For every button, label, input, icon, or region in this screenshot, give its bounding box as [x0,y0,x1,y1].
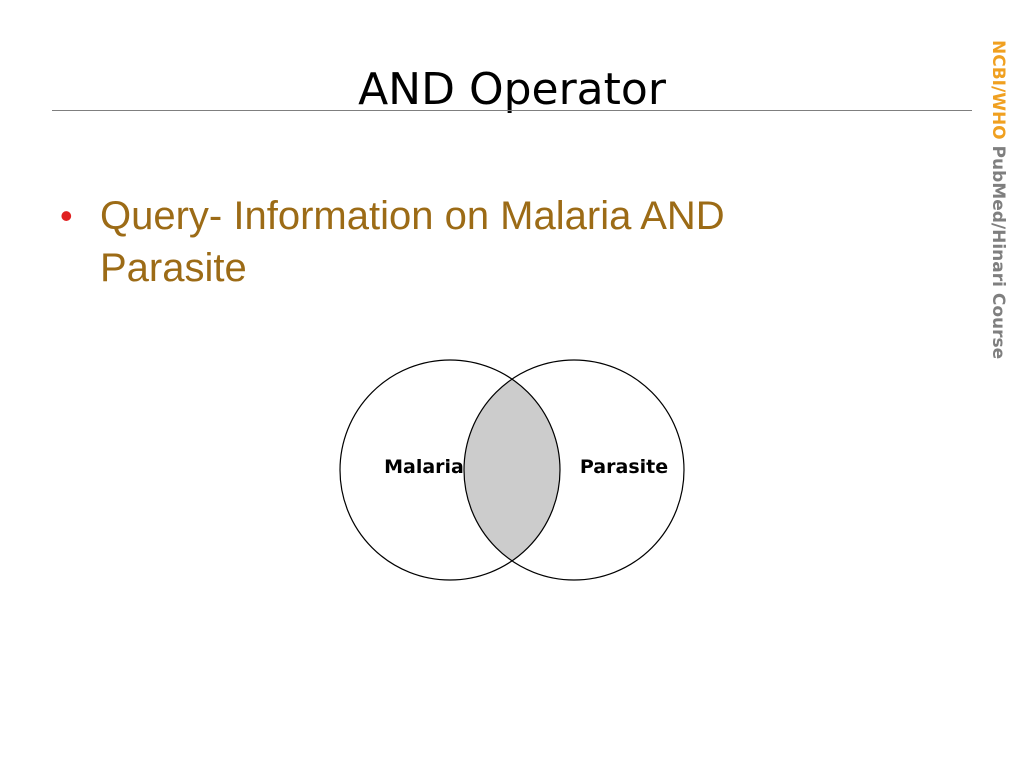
venn-circle-malaria [339,359,561,581]
side-course-label: NCBI/WHO PubMed/Hinari Course [978,40,1018,400]
venn-circle-parasite [463,359,685,581]
venn-label-malaria: Malaria [384,456,464,478]
title-divider [52,110,972,111]
venn-label-parasite: Parasite [580,456,668,478]
bullet-item: • Query- Information on Malaria AND Para… [60,190,840,294]
bullet-text: Query- Information on Malaria AND Parasi… [100,194,725,290]
side-label-text: NCBI/WHO PubMed/Hinari Course [978,40,1018,359]
side-label-org: NCBI/WHO [988,40,1008,140]
venn-overlap [464,360,560,580]
venn-diagram: Malaria Parasite [339,359,685,581]
bullet-list: • Query- Information on Malaria AND Para… [60,190,840,294]
slide-title: AND Operator [358,64,666,115]
bullet-marker-icon: • [60,195,73,236]
side-label-course: PubMed/Hinari Course [988,139,1008,360]
